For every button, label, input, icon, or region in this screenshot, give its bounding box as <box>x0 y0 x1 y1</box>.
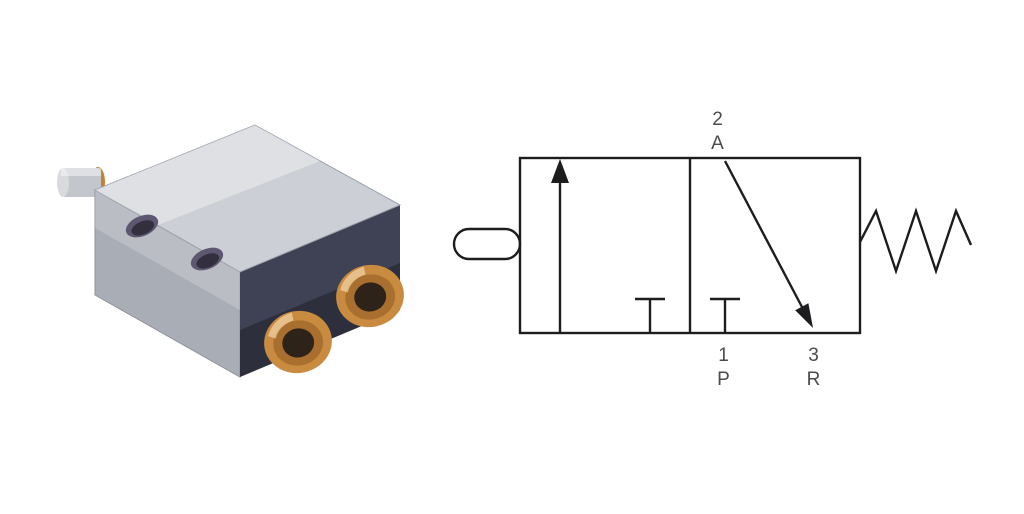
fitting-1-highlight <box>268 312 294 339</box>
plunger-cap <box>57 168 69 197</box>
flow-arrowhead <box>551 159 569 183</box>
valve-left-face-sheen <box>95 190 240 310</box>
top-mounting-hole-1 <box>125 214 159 238</box>
plunger-shaft <box>61 168 101 197</box>
fitting-2-highlight <box>340 266 366 293</box>
push-in-fitting-2 <box>336 264 404 328</box>
port-label-2: 2 <box>712 109 724 130</box>
exhaust-arrowhead <box>795 303 813 328</box>
exhaust-path-arrow <box>723 160 804 308</box>
port-label-R: R <box>806 369 822 390</box>
valve-top-face-sheen <box>95 125 320 225</box>
port-label-P: P <box>717 369 731 390</box>
valve-schematic <box>452 156 973 335</box>
port-label-3: 3 <box>808 345 820 366</box>
blocked-port-icon-right <box>710 297 740 333</box>
port-label-A: A <box>711 133 725 154</box>
top-mounting-hole-2 <box>190 247 224 271</box>
blocked-port-icon-left <box>635 297 665 333</box>
plunger-actuator-icon <box>452 227 522 261</box>
port-label-1: 1 <box>718 345 730 366</box>
valve-3d-render <box>57 124 404 378</box>
valve-top-face <box>93 124 402 273</box>
push-in-fitting-1 <box>264 310 332 374</box>
plunger-highlight <box>61 168 101 176</box>
spring-return-icon <box>858 207 973 275</box>
